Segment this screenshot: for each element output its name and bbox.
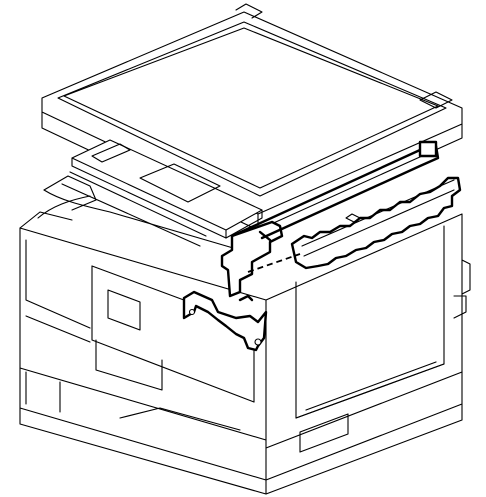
output-area: [37, 171, 241, 251]
operation-panel: [71, 139, 263, 239]
drive-arm-lever: [182, 290, 268, 352]
platen-cover: [41, 3, 463, 231]
fusing-unit: [290, 176, 462, 270]
fusing-frame: [220, 140, 440, 298]
alignment-line: [247, 253, 301, 273]
main-body-side: [19, 213, 471, 495]
